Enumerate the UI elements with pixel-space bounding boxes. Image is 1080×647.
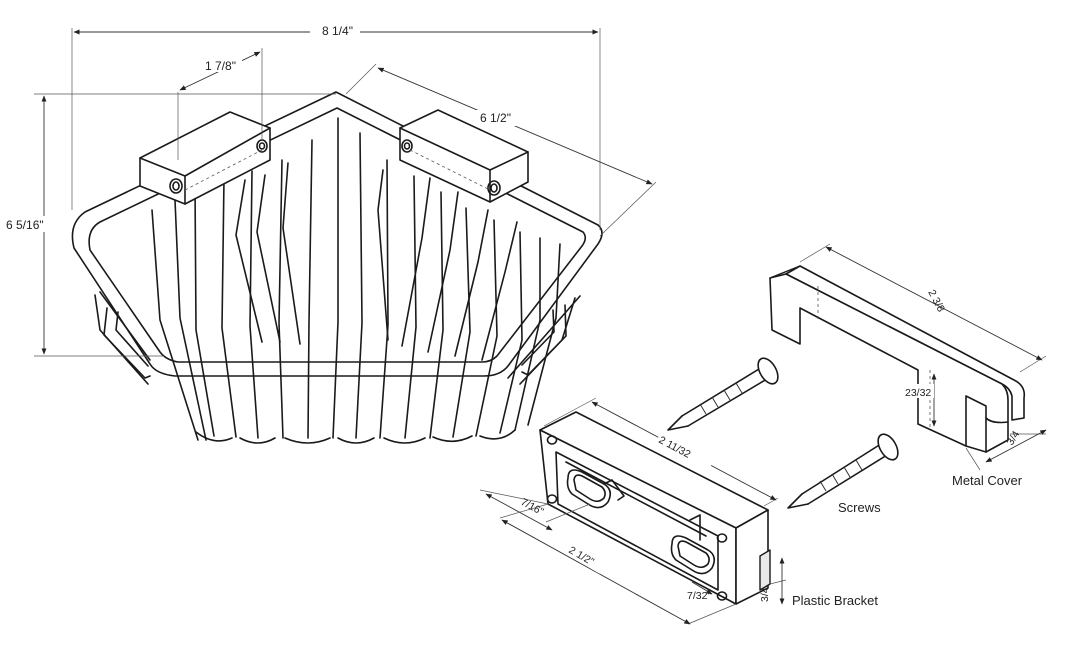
metal-cover-label: Metal Cover <box>952 473 1023 488</box>
bracket-dimensions: 2 11/32 7/16" 2 1/2" 7/32" 3/4 Plastic B… <box>479 397 878 625</box>
plastic-bracket-label: Plastic Bracket <box>792 593 878 608</box>
side-length-label: 6 1/2" <box>480 111 511 125</box>
left-mounting-block <box>139 111 271 205</box>
bracket-hole-offset-label: 7/16" <box>519 496 546 518</box>
depth-label: 6 5/16" <box>6 218 44 232</box>
bracket-height-label: 3/4 <box>759 587 771 602</box>
cover-width-label: 3/4 <box>1004 429 1022 448</box>
screw-upper <box>667 357 779 431</box>
basket-wires <box>151 117 561 441</box>
plastic-bracket <box>539 411 771 605</box>
bracket-edge-label: 7/32" <box>687 590 711 602</box>
overall-width-label: 8 1/4" <box>322 24 353 38</box>
metal-cover <box>769 265 1026 453</box>
basket-side-hangers <box>103 304 567 379</box>
basket-bottom <box>195 429 516 444</box>
corner-basket <box>71 91 603 444</box>
screw-lower <box>787 433 899 509</box>
corner-offset-label: 1 7/8" <box>205 59 236 73</box>
screws-label: Screws <box>838 500 881 515</box>
cover-height-label: 23/32 <box>905 387 931 399</box>
basket-dimensions: 8 1/4" 1 7/8" 6 1/2" 6 5/16" <box>2 22 657 357</box>
